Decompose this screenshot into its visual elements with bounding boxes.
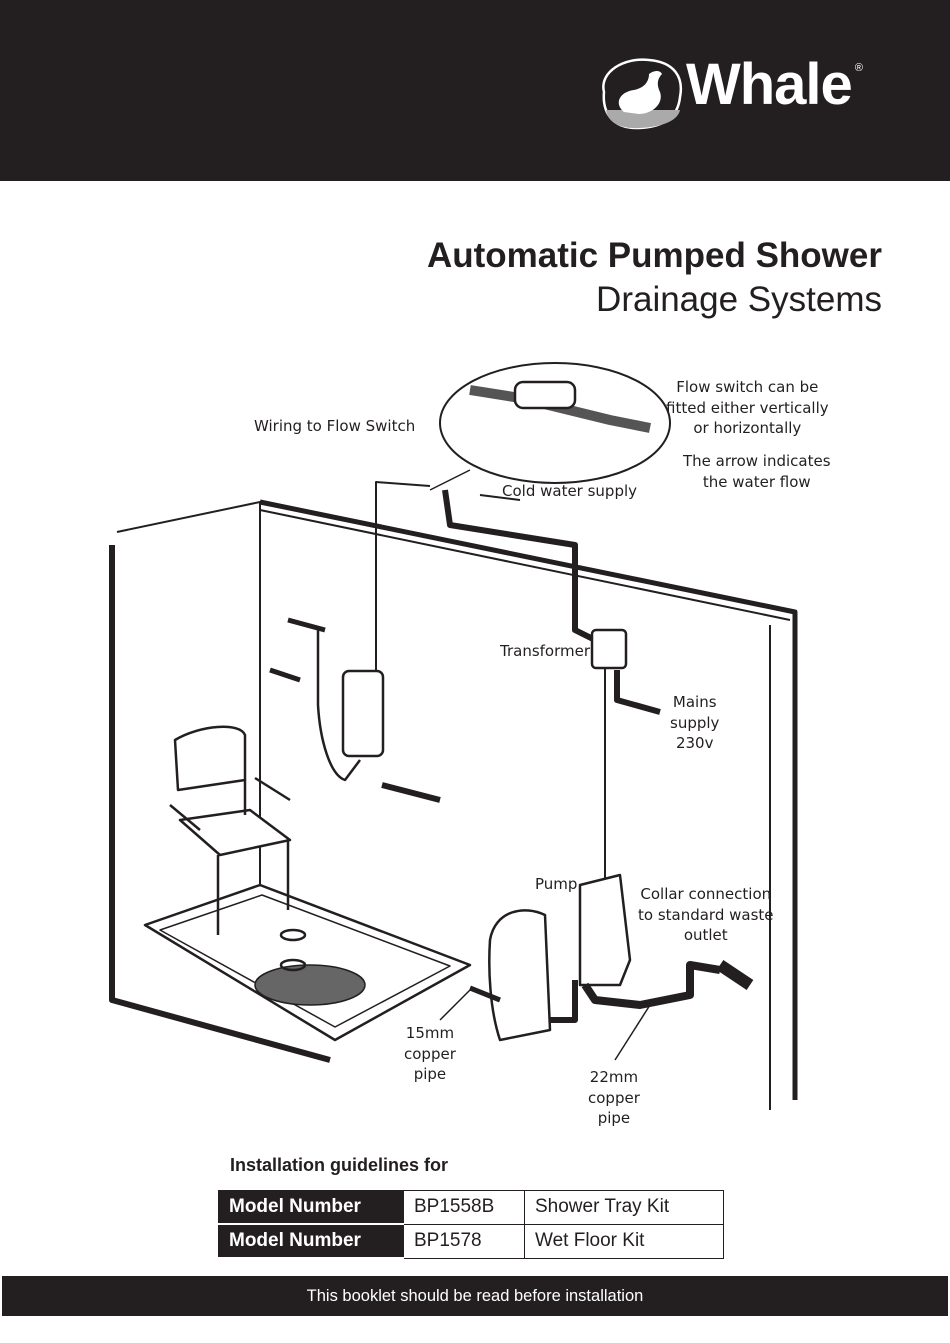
transformer-label: Transformer [500,642,591,660]
installation-diagram: Flow switch can be fitted either vertica… [0,360,950,1140]
brand-name: Whale [686,52,853,117]
model-description: Shower Tray Kit [524,1190,724,1225]
registered-mark: ® [854,62,863,74]
model-label: Model Number [218,1223,404,1259]
title-line-1: Automatic Pumped Shower [426,236,882,275]
whale-logo: Whale ® [594,52,863,132]
pipe-22mm-label: 22mm copper pipe [588,1068,640,1127]
arrow-note: The arrow indicates the water flow [683,452,831,491]
collar-label: Collar connection to standard waste outl… [638,885,774,944]
diagram-drawing [109,362,798,1110]
table-row: Model Number BP1578 Wet Floor Kit [218,1223,724,1259]
title-line-2: Drainage Systems [596,280,882,319]
guidelines-heading: Installation guidelines for [230,1155,449,1175]
model-number: BP1578 [403,1223,525,1259]
model-description: Wet Floor Kit [524,1223,724,1259]
cold-water-label: Cold water supply [502,482,638,500]
pump-label: Pump [535,875,578,893]
model-number: BP1558B [403,1190,525,1225]
footer-notice: This booklet should be read before insta… [2,1276,948,1316]
model-label: Model Number [218,1190,404,1225]
flow-switch-orientation-note: Flow switch can be fitted either vertica… [666,378,829,437]
flow-switch-inset [439,362,671,484]
model-table: Model Number BP1558B Shower Tray Kit Mod… [218,1190,724,1259]
pipe-15mm-label: 15mm copper pipe [404,1024,456,1083]
header-bar: Whale ® [0,0,950,181]
mains-label: Mains supply 230v [670,693,720,752]
table-row: Model Number BP1558B Shower Tray Kit [218,1190,724,1225]
wiring-label: Wiring to Flow Switch [254,417,416,435]
whale-logo-icon [602,58,683,130]
